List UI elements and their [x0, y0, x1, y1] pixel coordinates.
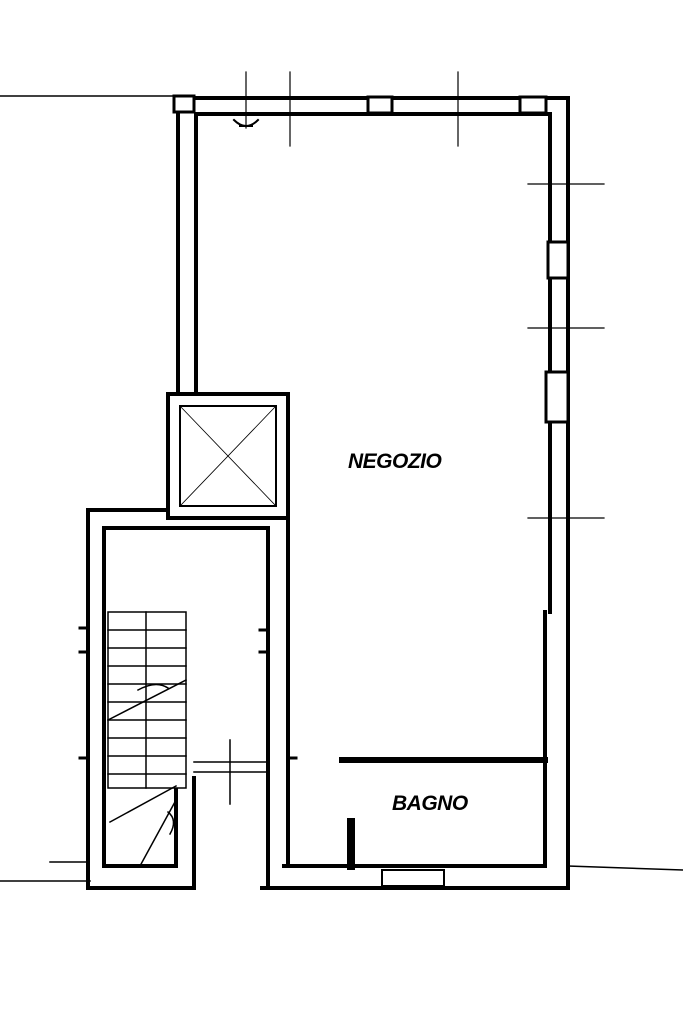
bathroom-room-label: BAGNO	[392, 792, 468, 815]
corridor-walls	[86, 392, 290, 890]
lift-shaft	[166, 392, 290, 520]
ceiling-light-icon	[232, 118, 260, 127]
bottom-openings	[381, 869, 445, 887]
axis-ticks	[245, 71, 605, 519]
bathroom-walls	[339, 757, 548, 870]
staircase	[106, 611, 188, 868]
corner-pillars	[172, 94, 570, 424]
shop-room-walls	[176, 96, 570, 890]
wall-stubs	[49, 626, 298, 863]
shop-room-label: NEGOZIO	[348, 450, 442, 473]
corridor-door	[193, 739, 269, 805]
site-boundary-lines	[0, 95, 683, 882]
